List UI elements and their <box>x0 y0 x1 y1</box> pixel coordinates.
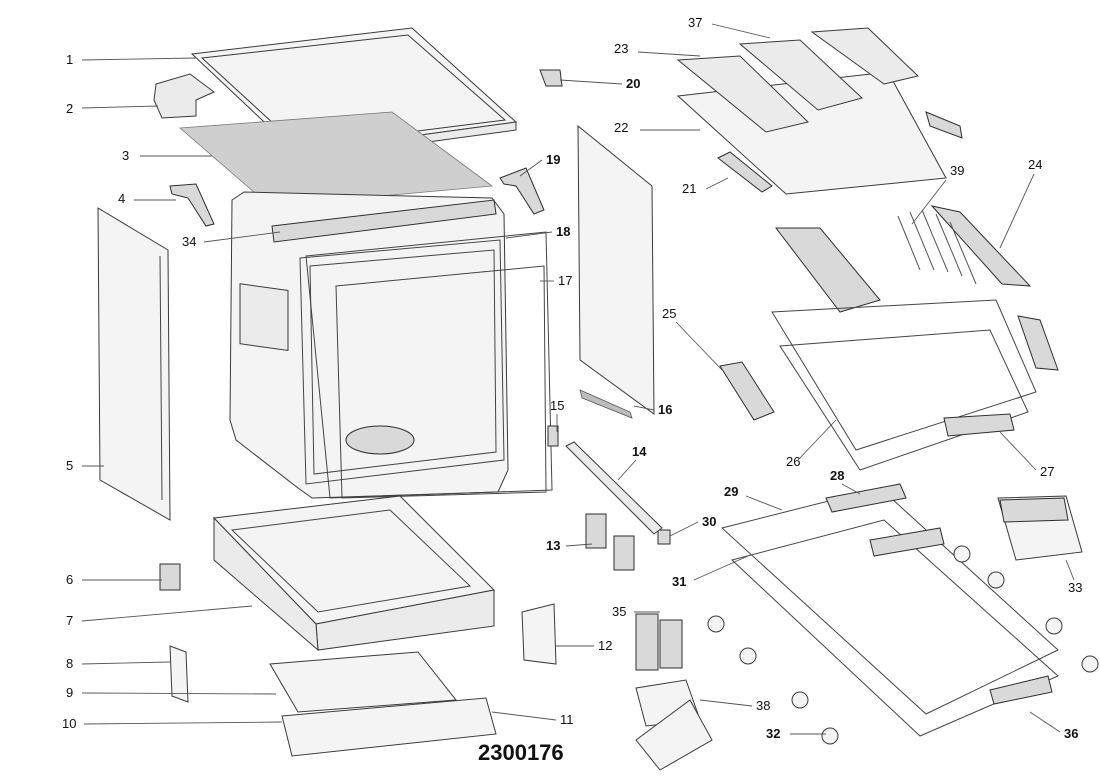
callout-26: 26 <box>786 454 800 469</box>
part-wheels <box>635 545 1099 771</box>
part-fold-down-racks <box>719 205 1059 421</box>
callout-17: 17 <box>558 273 572 288</box>
callout-27: 27 <box>1040 464 1054 479</box>
callout-38: 38 <box>756 698 770 713</box>
leader-line-2 <box>81 105 159 109</box>
callout-11: 11 <box>560 712 574 727</box>
callout-14: 14 <box>632 444 647 459</box>
callout-6: 6 <box>66 572 73 587</box>
part-bracket-right <box>499 167 545 215</box>
callout-37: 37 <box>688 15 702 30</box>
leader-line-23 <box>637 51 701 57</box>
part-rail-clip <box>717 151 773 193</box>
leader-line-20 <box>559 79 623 85</box>
part-insulation-sheet <box>179 111 494 207</box>
callout-18: 18 <box>556 224 570 239</box>
leader-line-37 <box>711 23 771 39</box>
part-door-seals <box>305 231 553 499</box>
callout-22: 22 <box>614 120 628 135</box>
part-tub <box>229 191 509 499</box>
leader-line-39 <box>911 179 947 225</box>
leader-line-8 <box>81 661 171 665</box>
leader-line-11 <box>491 711 557 721</box>
callout-3: 3 <box>122 148 129 163</box>
part-base-tray <box>212 495 496 652</box>
leader-line-38 <box>699 699 753 707</box>
leader-line-9 <box>81 692 277 695</box>
part-plinth-tray <box>269 651 457 713</box>
leader-line-7 <box>81 605 253 622</box>
callout-21: 21 <box>682 181 696 196</box>
leader-line-25 <box>675 321 723 371</box>
callout-39: 39 <box>950 163 964 178</box>
callout-1: 1 <box>66 52 73 67</box>
callout-28: 28 <box>830 468 844 483</box>
part-lower-basket <box>720 483 1059 737</box>
callout-20: 20 <box>626 76 640 91</box>
leader-line-28 <box>841 483 861 495</box>
callout-12: 12 <box>598 638 612 653</box>
callout-15: 15 <box>550 398 564 413</box>
leader-line-30 <box>669 521 699 537</box>
leader-line-34 <box>203 231 281 243</box>
leader-line-21 <box>705 177 729 190</box>
leader-line-33 <box>1065 559 1075 581</box>
callout-8: 8 <box>66 656 73 671</box>
callout-33: 33 <box>1068 580 1082 595</box>
part-number: 2300176 <box>478 740 564 765</box>
callout-9: 9 <box>66 685 73 700</box>
callout-23: 23 <box>614 41 628 56</box>
part-cutlery-trays <box>676 27 963 195</box>
leader-line-19 <box>519 159 543 177</box>
leader-line-24 <box>999 173 1035 249</box>
leader-line-26 <box>797 419 837 461</box>
callout-31: 31 <box>672 574 686 589</box>
leader-line-36 <box>1029 711 1061 733</box>
callout-5: 5 <box>66 458 73 473</box>
callout-32: 32 <box>766 726 780 741</box>
callout-30: 30 <box>702 514 716 529</box>
callout-10: 10 <box>62 716 76 731</box>
callout-25: 25 <box>662 306 676 321</box>
callout-24: 24 <box>1028 157 1042 172</box>
callout-13: 13 <box>546 538 560 553</box>
callout-16: 16 <box>658 402 672 417</box>
callout-19: 19 <box>546 152 560 167</box>
callout-4: 4 <box>118 191 125 206</box>
callout-36: 36 <box>1064 726 1078 741</box>
part-bracket-left <box>169 183 215 227</box>
leader-line-16 <box>633 405 655 411</box>
leader-line-14 <box>617 459 637 481</box>
part-rail <box>565 441 663 535</box>
leader-line-13 <box>565 543 593 547</box>
leader-line-1 <box>81 57 197 61</box>
part-small-pieces <box>159 425 671 703</box>
part-clip-top <box>539 69 563 87</box>
leader-line-29 <box>745 495 783 511</box>
part-side-panel-left <box>97 207 171 521</box>
leader-line-27 <box>999 431 1037 471</box>
part-cutlery-basket <box>997 495 1083 561</box>
part-side-panel-right <box>577 124 655 419</box>
callout-34: 34 <box>182 234 196 249</box>
callout-7: 7 <box>66 613 73 628</box>
callout-2: 2 <box>66 101 73 116</box>
part-top-trim <box>153 73 215 119</box>
leader-line-10 <box>83 721 283 725</box>
part-control-strip <box>271 199 497 243</box>
leader-lines <box>81 23 1075 735</box>
part-upper-basket <box>771 299 1037 471</box>
leader-line-18 <box>505 231 553 239</box>
callout-29: 29 <box>724 484 738 499</box>
leader-line-31 <box>693 555 749 581</box>
part-kickplate <box>281 697 497 757</box>
callout-35: 35 <box>612 604 626 619</box>
